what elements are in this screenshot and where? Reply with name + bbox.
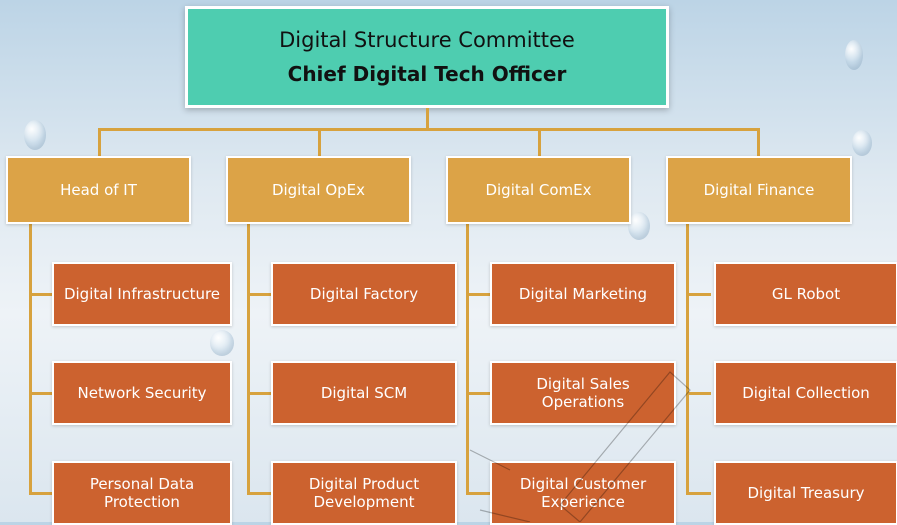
branch-stub xyxy=(466,392,491,395)
water-drop xyxy=(628,212,650,240)
node-digital-infrastructure: Digital Infrastructure xyxy=(52,262,232,326)
branch-stub xyxy=(466,492,491,495)
water-drop xyxy=(845,40,863,70)
dept-digital-finance: Digital Finance xyxy=(666,156,852,224)
connector-dept-2 xyxy=(318,128,321,158)
water-drop xyxy=(24,120,46,150)
connector-root-horizontal xyxy=(98,128,759,131)
branch-stub xyxy=(247,392,272,395)
connector-dept-4 xyxy=(757,128,760,158)
spine-dept-4 xyxy=(686,224,689,493)
branch-stub xyxy=(686,492,711,495)
node-network-security: Network Security xyxy=(52,361,232,425)
node-digital-customer-experience: Digital Customer Experience xyxy=(490,461,676,525)
branch-stub xyxy=(686,392,711,395)
root-node: Digital Structure Committee Chief Digita… xyxy=(185,6,669,108)
branch-stub xyxy=(247,492,272,495)
branch-stub xyxy=(29,492,54,495)
connector-dept-1 xyxy=(98,128,101,158)
root-subtitle: Chief Digital Tech Officer xyxy=(287,62,567,86)
dept-head-it: Head of IT xyxy=(6,156,191,224)
node-personal-data-protection: Personal Data Protection xyxy=(52,461,232,525)
connector-dept-3 xyxy=(538,128,541,158)
water-drop xyxy=(852,130,872,156)
branch-stub xyxy=(29,293,54,296)
spine-dept-3 xyxy=(466,224,469,493)
water-drop xyxy=(210,330,234,356)
node-digital-product-development: Digital Product Development xyxy=(271,461,457,525)
node-digital-sales-operations: Digital Sales Operations xyxy=(490,361,676,425)
node-digital-marketing: Digital Marketing xyxy=(490,262,676,326)
dept-digital-opex: Digital OpEx xyxy=(226,156,411,224)
node-digital-collection: Digital Collection xyxy=(714,361,897,425)
root-title: Digital Structure Committee xyxy=(279,28,575,52)
spine-dept-2 xyxy=(247,224,250,493)
node-digital-factory: Digital Factory xyxy=(271,262,457,326)
dept-digital-comex: Digital ComEx xyxy=(446,156,631,224)
branch-stub xyxy=(466,293,491,296)
node-gl-robot: GL Robot xyxy=(714,262,897,326)
node-digital-treasury: Digital Treasury xyxy=(714,461,897,525)
branch-stub xyxy=(247,293,272,296)
connector-root-vertical xyxy=(426,108,429,130)
spine-dept-1 xyxy=(29,224,32,493)
branch-stub xyxy=(29,392,54,395)
branch-stub xyxy=(686,293,711,296)
node-digital-scm: Digital SCM xyxy=(271,361,457,425)
